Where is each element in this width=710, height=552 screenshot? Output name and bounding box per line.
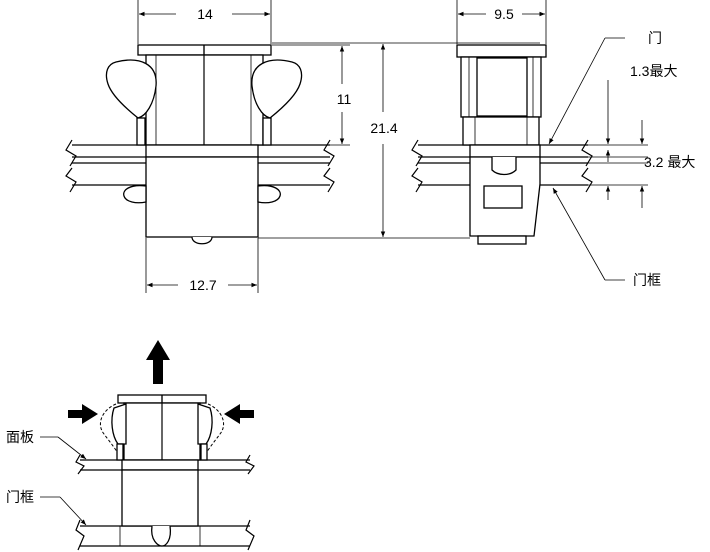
pull-up-arrow (146, 340, 170, 384)
door-frame-label-bottom: 门框 (6, 489, 34, 505)
front-view (65, 44, 335, 245)
dim-1-3-label: 1.3最大 (630, 63, 677, 79)
dim-thickness-1-3: 1.3最大 (588, 63, 677, 158)
left-wing (105, 59, 157, 119)
door-frame-callout-bottom: 门框 (6, 489, 87, 526)
door-callout: 门 (548, 30, 662, 145)
door-frame-label-side: 门框 (633, 272, 661, 288)
dim-width-14: 14 (137, 0, 272, 44)
dim-width-12-7: 12.7 (145, 238, 259, 293)
dim-11-label: 11 (337, 91, 352, 107)
panel-label: 面板 (6, 429, 34, 445)
dim-9-5-label: 9.5 (494, 6, 514, 22)
door-label: 门 (648, 30, 662, 46)
right-wing (251, 59, 303, 119)
dim-3-2-label: 3.2 最大 (644, 154, 695, 170)
squeeze-right-arrow (224, 404, 254, 424)
dim-21-4-label: 21.4 (370, 120, 397, 136)
dim-height-11: 11 (272, 44, 352, 146)
squeeze-left-arrow (68, 404, 98, 424)
side-view (411, 44, 593, 245)
dim-thickness-3-2: 3.2 最大 (588, 150, 695, 208)
dim-14-label: 14 (197, 6, 213, 22)
dim-height-21-4: 21.4 (258, 42, 540, 239)
install-view (68, 340, 255, 551)
door-frame-callout-side: 门框 (552, 187, 661, 288)
panel-callout: 面板 (6, 429, 87, 460)
dim-width-9-5: 9.5 (456, 0, 547, 44)
dim-12-7-label: 12.7 (189, 277, 216, 293)
